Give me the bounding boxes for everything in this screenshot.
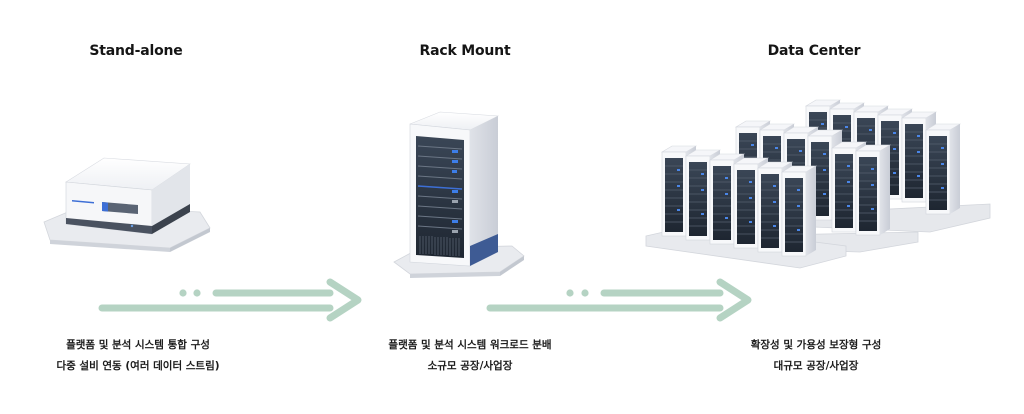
desc-line: 확장성 및 가용성 보장형 구성 xyxy=(750,339,882,351)
stage-title-datacenter: Data Center xyxy=(767,43,861,59)
arrow-dot xyxy=(179,289,187,297)
desc-line: 다중 설비 연동 (여러 데이터 스트림) xyxy=(56,360,220,372)
desc-line: 플랫폼 및 분석 시스템 워크로드 분배 xyxy=(388,339,552,351)
stage-title-standalone: Stand-alone xyxy=(89,43,183,59)
arrow-dot xyxy=(566,289,574,297)
stage-desc-rackmount: 플랫폼 및 분석 시스템 워크로드 분배 소규모 공장/사업장 xyxy=(340,335,600,377)
desc-line: 소규모 공장/사업장 xyxy=(427,360,513,372)
data-center-icon xyxy=(645,99,991,269)
arrow-dot xyxy=(581,289,589,297)
stage-title-rackmount: Rack Mount xyxy=(419,43,511,59)
stage-desc-datacenter: 확장성 및 가용성 보장형 구성 대규모 공장/사업장 xyxy=(686,335,946,377)
stage-desc-standalone: 플랫폼 및 분석 시스템 통합 구성 다중 설비 연동 (여러 데이터 스트림) xyxy=(8,335,268,377)
arrow-right-icon xyxy=(98,278,362,322)
rack-server-icon xyxy=(393,111,525,278)
arrow-dot xyxy=(193,289,201,297)
desc-line: 플랫폼 및 분석 시스템 통합 구성 xyxy=(66,339,210,351)
mini-server-icon xyxy=(43,157,211,252)
desc-line: 대규모 공장/사업장 xyxy=(773,360,859,372)
arrow-right-icon xyxy=(486,278,752,322)
